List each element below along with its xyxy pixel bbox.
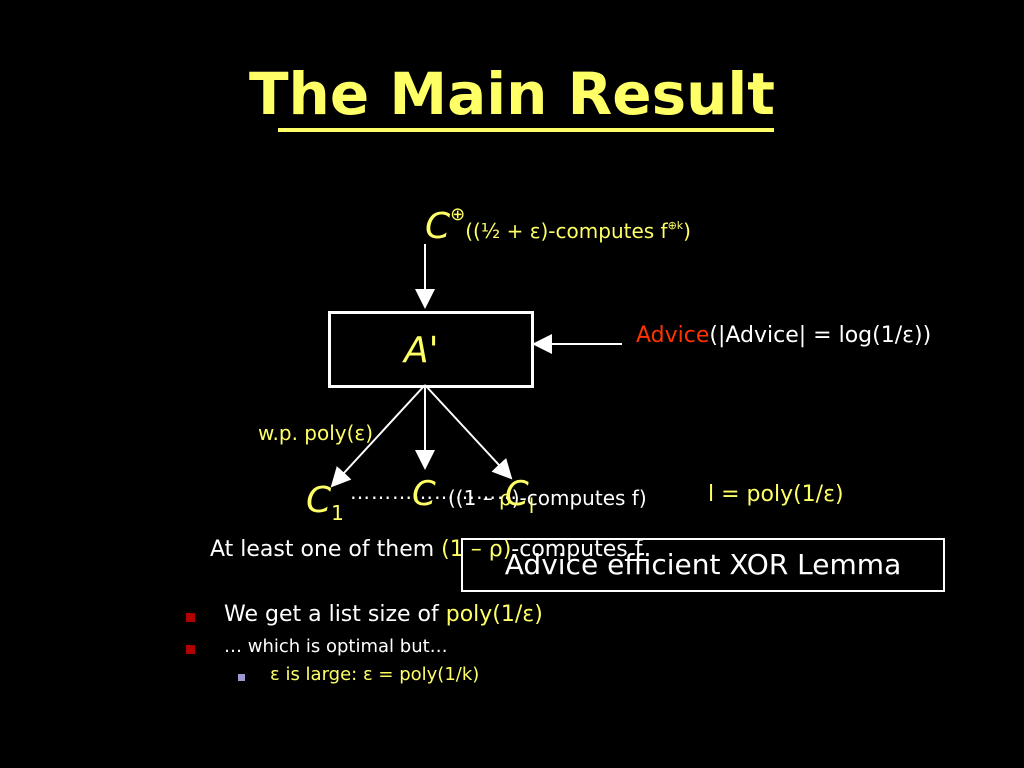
circuit-c1-letter: C [306,480,332,521]
bullet-eps-large: ε is large: ε = poly(1/k) [270,664,479,685]
circuit-c-middle: C [412,474,436,514]
bullet-1-a: We get a list size of [224,602,446,627]
computes-b: )-computes f) [511,486,647,510]
advice-label: Advice(|Advice| = log(1/ε)) [636,323,931,348]
title-underline [278,128,774,132]
circuit-c-xor: C [425,206,451,247]
computes-label: ((1 – ρ)-computes f) [448,486,647,510]
bullet-square-icon [186,645,195,654]
algorithm-label: A' [404,330,439,371]
bullet-list-size: We get a list size of poly(1/ε) [224,602,543,627]
slide-title: The Main Result [248,60,776,128]
bullet-square-icon [186,613,195,622]
circuit-cl-letter: C [505,474,529,514]
arrow-to-cl [424,384,513,480]
bullet-3-a: ε is large: [270,664,363,685]
advice-length: (|Advice| = log(1/ε)) [709,323,932,348]
probability-label: w.p. poly(ε) [258,421,374,445]
list-size-label: l = poly(1/ε) [708,482,844,507]
top-label-text-b: ) [683,219,691,243]
computes-rho: ρ [499,486,512,510]
bullet-optimal: … which is optimal but… [224,636,448,657]
at-least-one-text: At least one of them (1 – ρ)-computes f [210,537,642,562]
xor-symbol-icon: ⊕ [450,204,466,225]
at-least-a: At least one of them [210,537,442,562]
sub-bullet-square-icon [238,674,245,681]
bullet-3-b: ε = poly(1/k) [362,664,480,685]
xor-lemma-box: Advice efficient XOR Lemma [461,538,945,592]
computes-a: ((1 – [448,486,500,510]
at-least-c: -computes f [511,537,643,562]
top-label-sup: ⊕k [667,219,684,232]
advice-word: Advice [636,323,710,348]
arrow-to-c1 [330,384,426,488]
circuit-c1-sub: 1 [331,501,344,526]
ellipsis-dots: …………………… [350,480,518,504]
at-least-b: (1 – ρ) [441,537,512,562]
top-circuit-label: C⊕((½ + ε)-computes f⊕k) [425,204,691,247]
bullet-1-b: poly(1/ε) [445,602,543,627]
circuit-c1: C1 [306,480,344,525]
top-label-text-a: ((½ + ε)-computes f [465,219,668,243]
circuit-cl: Cl [505,474,534,518]
circuit-cl-sub: l [528,493,535,518]
